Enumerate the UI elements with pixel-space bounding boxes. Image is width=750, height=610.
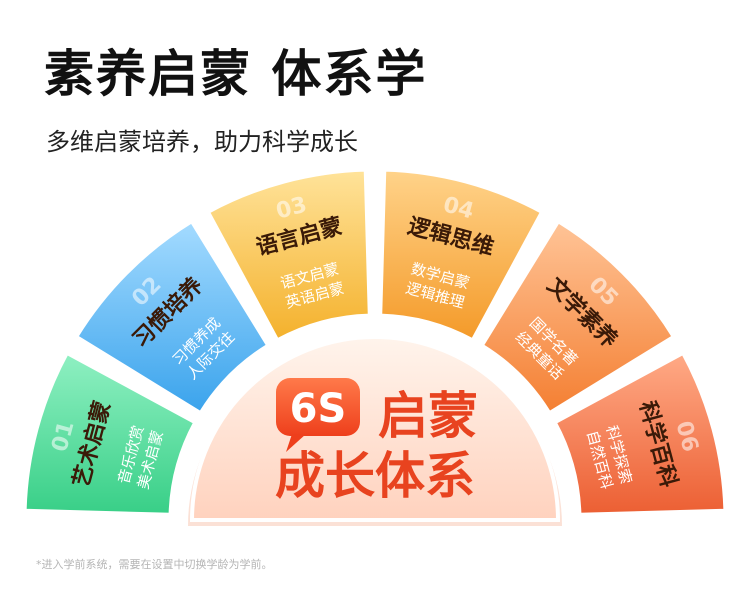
6s-badge: 6S bbox=[276, 378, 360, 452]
page-title: 素养启蒙 体系学 bbox=[44, 45, 428, 103]
segment-background bbox=[207, 168, 371, 342]
segment-background bbox=[75, 220, 270, 415]
segment-background bbox=[553, 352, 727, 516]
center-title-line2: 成长体系 bbox=[275, 447, 475, 505]
page-subtitle: 多维启蒙培养，助力科学成长 bbox=[46, 128, 358, 156]
segment-background bbox=[379, 168, 543, 342]
segment-background bbox=[23, 352, 197, 516]
segment-background bbox=[480, 220, 675, 415]
footnote: *进入学前系统，需要在设置中切换学龄为学前。 bbox=[36, 558, 273, 571]
badge-label: 6S bbox=[290, 386, 347, 432]
center-title-line1: 启蒙 bbox=[378, 387, 478, 445]
